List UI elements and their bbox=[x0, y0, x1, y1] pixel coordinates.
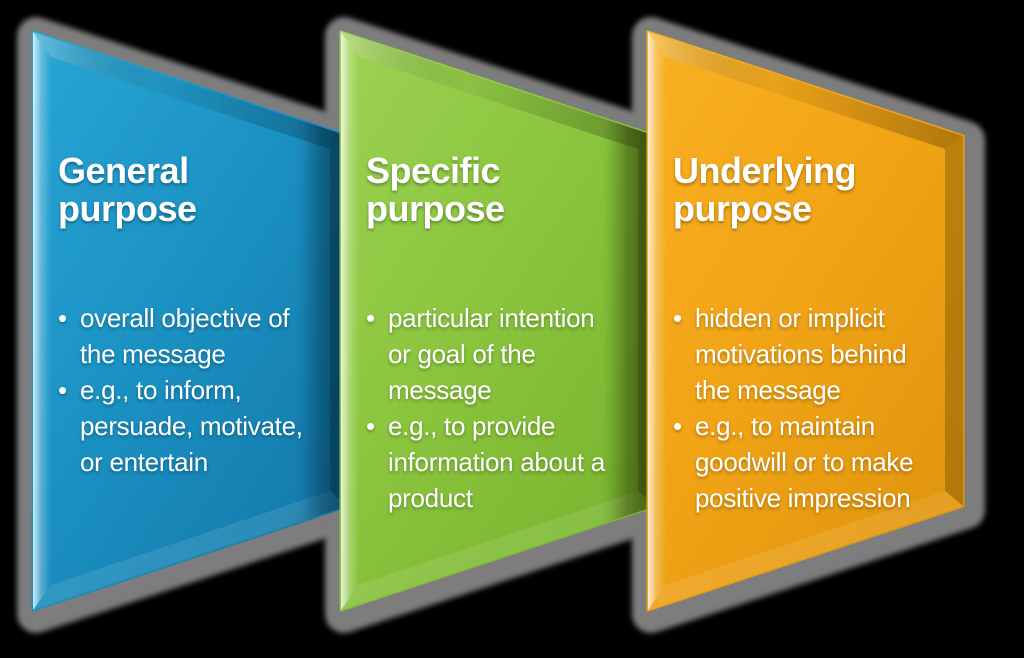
bullet-text: e.g., to maintain goodwill or to make po… bbox=[695, 411, 914, 513]
bevel-bottom bbox=[33, 491, 348, 610]
bullet-text: hidden or implicit motivations behind th… bbox=[695, 303, 907, 405]
bullet-text: overall objective of the message bbox=[80, 303, 290, 369]
bullet-dot: • bbox=[58, 303, 67, 333]
bullet-text: e.g., to inform, persuade, motivate, or … bbox=[80, 375, 303, 477]
bullet-item: • particular intention or goal of the me… bbox=[366, 300, 634, 408]
bullet-dot: • bbox=[366, 411, 375, 441]
bevel-bottom bbox=[341, 491, 656, 610]
panel-bullets-general: • overall objective of the message • e.g… bbox=[58, 300, 326, 480]
bullet-item: • e.g., to maintain goodwill or to make … bbox=[673, 408, 941, 516]
panel-title-general: General purpose bbox=[58, 150, 197, 229]
panel-bullets-specific: • particular intention or goal of the me… bbox=[366, 300, 634, 516]
bevel-top bbox=[648, 32, 963, 149]
bevel-top bbox=[33, 32, 348, 149]
bullet-dot: • bbox=[58, 375, 67, 405]
bullet-dot: • bbox=[673, 303, 682, 333]
bullet-item: • e.g., to inform, persuade, motivate, o… bbox=[58, 372, 326, 480]
bullet-dot: • bbox=[366, 303, 375, 333]
bevel-right bbox=[945, 136, 963, 506]
bevel-bottom bbox=[648, 491, 963, 610]
bullet-item: • e.g., to provide information about a p… bbox=[366, 408, 634, 516]
panel-bullets-underlying: • hidden or implicit motivations behind … bbox=[673, 300, 941, 516]
bevel-left bbox=[648, 32, 666, 610]
bevel-left bbox=[33, 32, 51, 610]
bullet-item: • hidden or implicit motivations behind … bbox=[673, 300, 941, 408]
bevel-left bbox=[341, 32, 359, 610]
panel-title-specific: Specific purpose bbox=[366, 150, 505, 229]
panel-shape-underlying bbox=[646, 30, 965, 612]
bullet-text: particular intention or goal of the mess… bbox=[388, 303, 595, 405]
bullet-item: • overall objective of the message bbox=[58, 300, 326, 372]
bevel-top bbox=[341, 32, 656, 149]
bullet-dot: • bbox=[673, 411, 682, 441]
panel-title-underlying: Underlying purpose bbox=[673, 150, 857, 229]
bullet-text: e.g., to provide information about a pro… bbox=[388, 411, 605, 513]
